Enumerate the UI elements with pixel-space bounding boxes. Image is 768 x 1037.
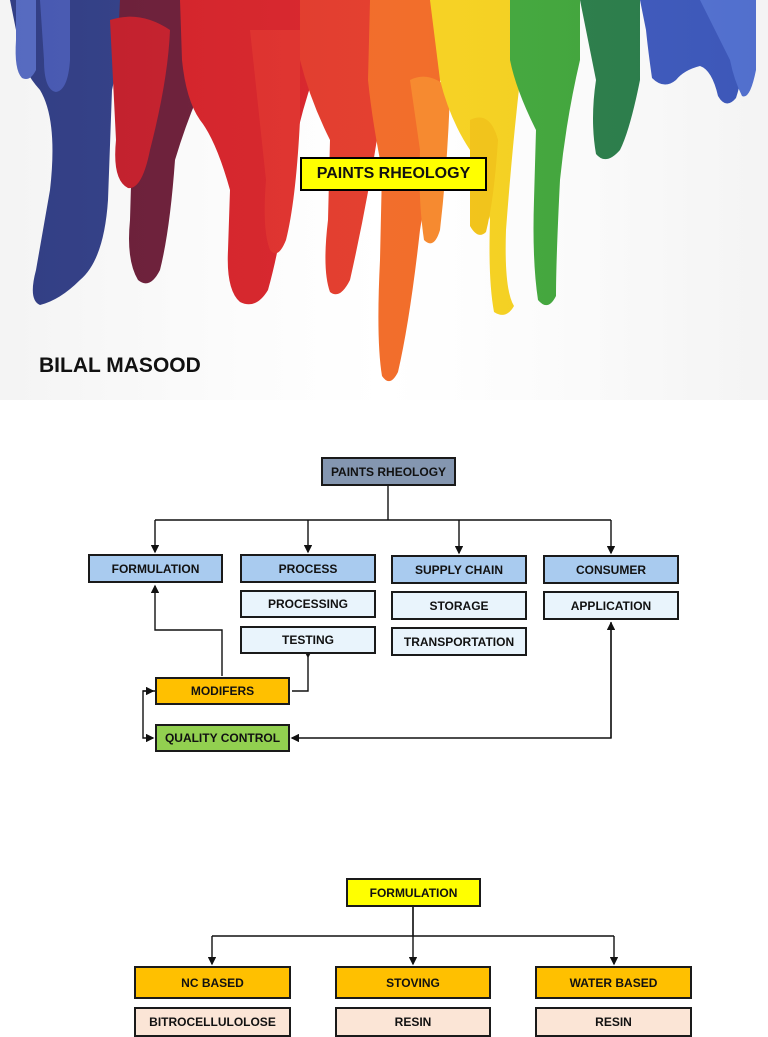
cover-title: PAINTS RHEOLOGY [300, 157, 487, 191]
item-stoving-resin: RESIN [335, 1007, 491, 1037]
type-water-based: WATER BASED [535, 966, 692, 999]
category-formulation: FORMULATION [88, 554, 223, 583]
item-bitrocellulolose: BITROCELLULOLOSE [134, 1007, 291, 1037]
sub-storage: STORAGE [391, 591, 527, 620]
type-stoving: STOVING [335, 966, 491, 999]
item-water-based-resin: RESIN [535, 1007, 692, 1037]
category-process: PROCESS [240, 554, 376, 583]
formulation-root-node: FORMULATION [346, 878, 481, 907]
rheology-root-node: PAINTS RHEOLOGY [321, 457, 456, 486]
sub-testing: TESTING [240, 626, 376, 654]
quality-control-node: QUALITY CONTROL [155, 724, 290, 752]
modifiers-node: MODIFERS [155, 677, 290, 705]
category-consumer: CONSUMER [543, 555, 679, 584]
category-supply-chain: SUPPLY CHAIN [391, 555, 527, 584]
author-name: BILAL MASOOD [39, 354, 201, 377]
sub-processing: PROCESSING [240, 590, 376, 618]
sub-application: APPLICATION [543, 591, 679, 620]
sub-transportation: TRANSPORTATION [391, 627, 527, 656]
cover-artwork: PAINTS RHEOLOGY BILAL MASOOD [0, 0, 768, 400]
type-nc-based: NC BASED [134, 966, 291, 999]
